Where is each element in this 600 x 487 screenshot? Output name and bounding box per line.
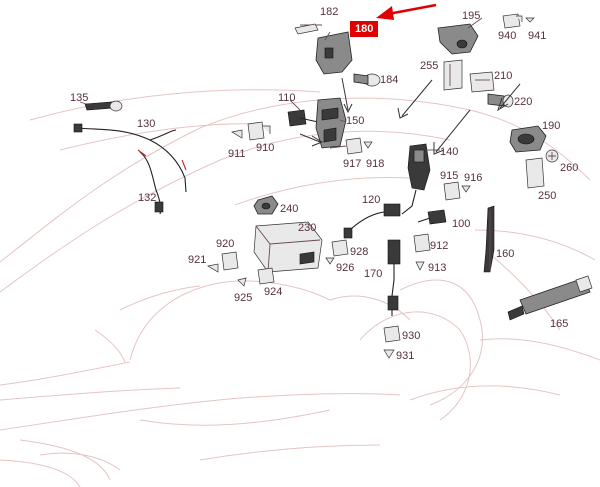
callout-130: 130 <box>137 118 156 130</box>
callout-250: 250 <box>538 190 557 202</box>
callout-260: 260 <box>560 162 579 174</box>
part-180-lock-bracket <box>315 31 353 75</box>
part-915-connector <box>443 181 471 201</box>
callout-165: 165 <box>550 318 569 330</box>
callout-911: 911 <box>228 148 246 160</box>
part-110-switch <box>287 99 319 127</box>
callout-140: 140 <box>440 146 459 158</box>
callout-918: 918 <box>366 158 385 170</box>
callout-917: 917 <box>343 158 362 170</box>
part-912-connector <box>413 233 431 271</box>
part-190-handle <box>509 125 547 153</box>
part-260-screw <box>545 149 559 163</box>
part-220-screw <box>487 93 514 108</box>
callout-930: 930 <box>402 330 421 342</box>
part-132-cable <box>137 149 164 215</box>
part-920-connector <box>207 251 239 273</box>
callout-913: 913 <box>428 262 447 274</box>
callout-255: 255 <box>420 60 439 72</box>
part-255-bracket <box>443 59 463 91</box>
callout-925: 925 <box>234 292 253 304</box>
part-135-clip <box>79 100 123 112</box>
part-917-connector <box>329 137 373 155</box>
part-910-connector <box>231 121 271 141</box>
callout-940: 940 <box>498 30 517 42</box>
callout-924: 924 <box>264 286 283 298</box>
part-120-cable <box>343 203 401 239</box>
callout-180-highlighted[interactable]: 180 <box>350 21 379 37</box>
callout-921: 921 <box>188 254 207 266</box>
callout-184: 184 <box>380 74 399 86</box>
callout-928: 928 <box>350 246 369 258</box>
part-210-pad <box>469 71 495 93</box>
callout-160: 160 <box>496 248 515 260</box>
highlight-callout-180 <box>376 3 437 20</box>
callout-170: 170 <box>364 268 383 280</box>
callout-132: 132 <box>138 192 157 204</box>
callout-210: 210 <box>494 70 513 82</box>
part-195-mount <box>437 17 483 55</box>
callout-190: 190 <box>542 120 561 132</box>
callout-240: 240 <box>280 203 299 215</box>
part-250-bracket <box>525 157 545 189</box>
callout-100: 100 <box>452 218 471 230</box>
callout-182: 182 <box>320 6 339 18</box>
part-100-switch <box>417 209 447 225</box>
part-182-bracket <box>294 23 322 35</box>
callout-920: 920 <box>216 238 235 250</box>
callout-195: 195 <box>462 10 481 22</box>
callout-230: 230 <box>298 222 317 234</box>
callout-926: 926 <box>336 262 355 274</box>
callout-220: 220 <box>514 96 533 108</box>
part-150-lock-mechanism <box>315 97 347 149</box>
part-170-cable <box>387 239 401 316</box>
part-130-cable <box>73 123 187 193</box>
part-160-rod <box>483 205 495 273</box>
part-924-connector <box>237 267 275 287</box>
part-940-connector <box>502 13 535 29</box>
part-140-actuator <box>401 143 440 215</box>
callout-910: 910 <box>256 142 275 154</box>
part-928-connector <box>325 239 349 265</box>
callout-120: 120 <box>362 194 381 206</box>
car-body-outline <box>0 89 600 487</box>
callout-915: 915 <box>440 170 459 182</box>
part-165-bar <box>507 275 593 321</box>
callout-150: 150 <box>346 115 365 127</box>
callout-110: 110 <box>278 92 296 104</box>
part-240-nut <box>253 195 279 215</box>
callout-912: 912 <box>430 240 449 252</box>
part-184-bolt <box>353 73 381 87</box>
callout-135: 135 <box>70 92 89 104</box>
callout-931: 931 <box>396 350 415 362</box>
callout-941: 941 <box>528 30 547 42</box>
part-230-control-module <box>253 221 323 273</box>
leader-arrows <box>299 77 521 155</box>
part-930-connector <box>383 325 401 359</box>
callout-916: 916 <box>464 172 483 184</box>
